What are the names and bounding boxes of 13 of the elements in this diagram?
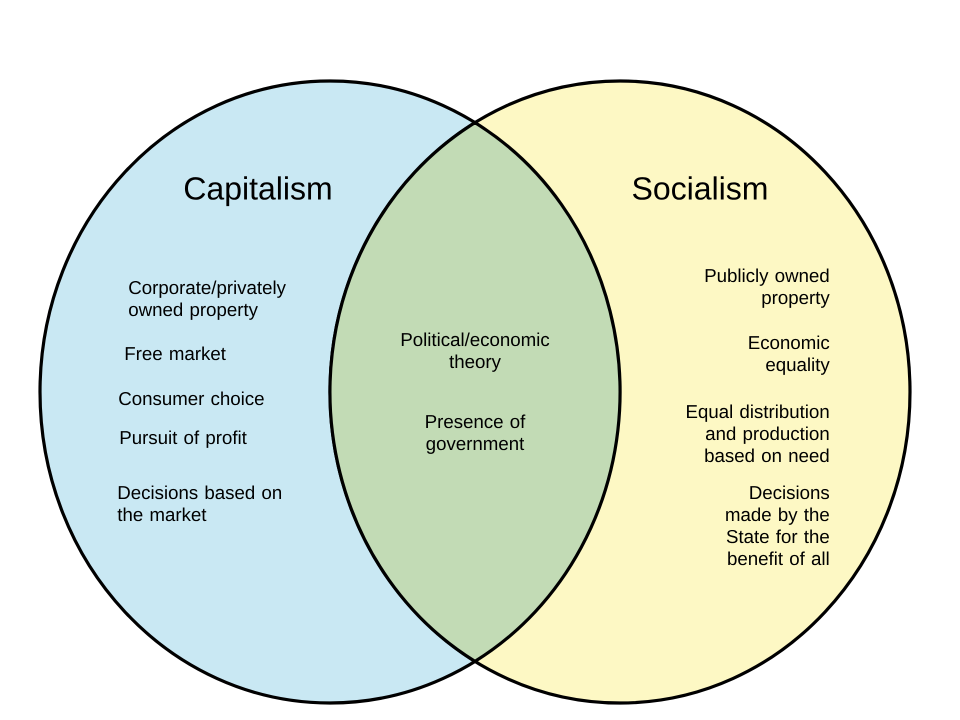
item-text: Publicly owned property xyxy=(706,268,830,308)
item-text: Pursuit of profit xyxy=(120,430,247,448)
item-text: Corporate/privately owned property xyxy=(129,280,286,320)
item-text: Consumer choice xyxy=(119,391,264,406)
item-text: Decisions made by the State for the benefit of all xyxy=(726,485,830,566)
item-text: Economic equality xyxy=(749,335,830,375)
item-text: Equal distribution and production based on need xyxy=(687,404,828,462)
circle-title: Capitalism xyxy=(184,176,331,206)
circle-title: Socialism xyxy=(633,176,766,200)
item-text: Presence of government xyxy=(426,414,526,454)
item-text: Free market xyxy=(126,346,226,360)
item-text: Political/economic theory xyxy=(402,332,550,372)
item-text: Decisions based on the market xyxy=(118,485,281,522)
